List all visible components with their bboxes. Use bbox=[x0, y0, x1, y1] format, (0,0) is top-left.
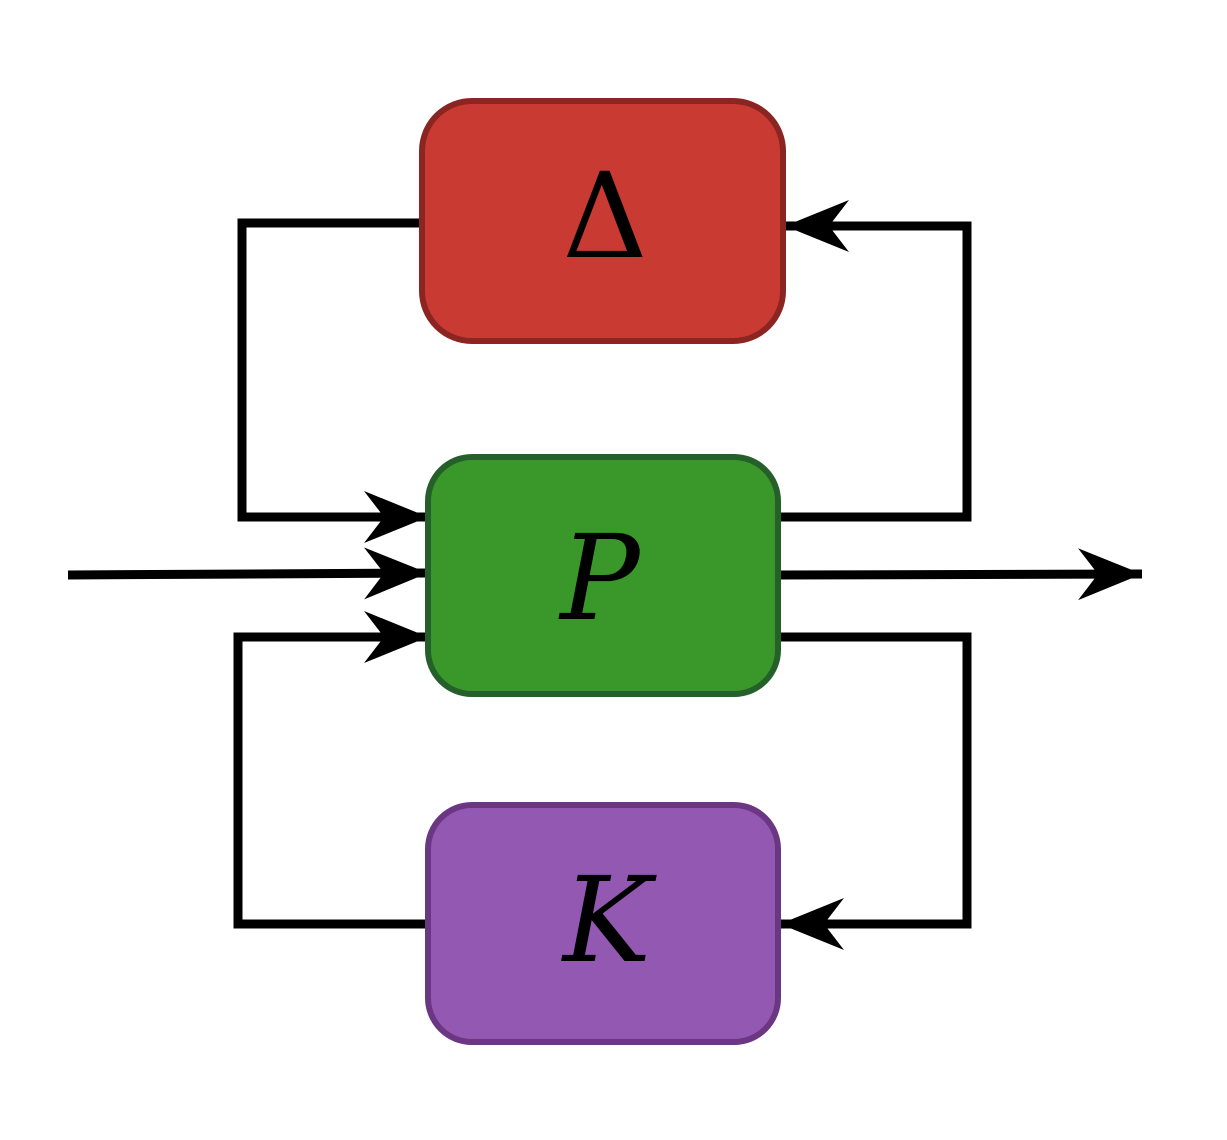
plant-block-box bbox=[425, 454, 781, 697]
wire-plant-to-controller bbox=[778, 632, 972, 950]
wire-controller-to-plant bbox=[233, 611, 428, 929]
wire-external-output bbox=[779, 548, 1143, 601]
wire-plant-to-delta bbox=[778, 200, 972, 522]
plant-block-label: P bbox=[558, 509, 642, 647]
plant-block: P bbox=[425, 454, 781, 697]
controller-block: K bbox=[425, 802, 781, 1045]
wire-delta-to-plant bbox=[237, 218, 428, 543]
delta-block: Δ bbox=[419, 98, 786, 344]
delta-block-box bbox=[419, 98, 786, 344]
controller-block-box bbox=[425, 802, 781, 1045]
controller-block-label: K bbox=[561, 851, 657, 989]
wire-external-input bbox=[67, 547, 429, 600]
delta-block-label: Δ bbox=[562, 147, 647, 285]
